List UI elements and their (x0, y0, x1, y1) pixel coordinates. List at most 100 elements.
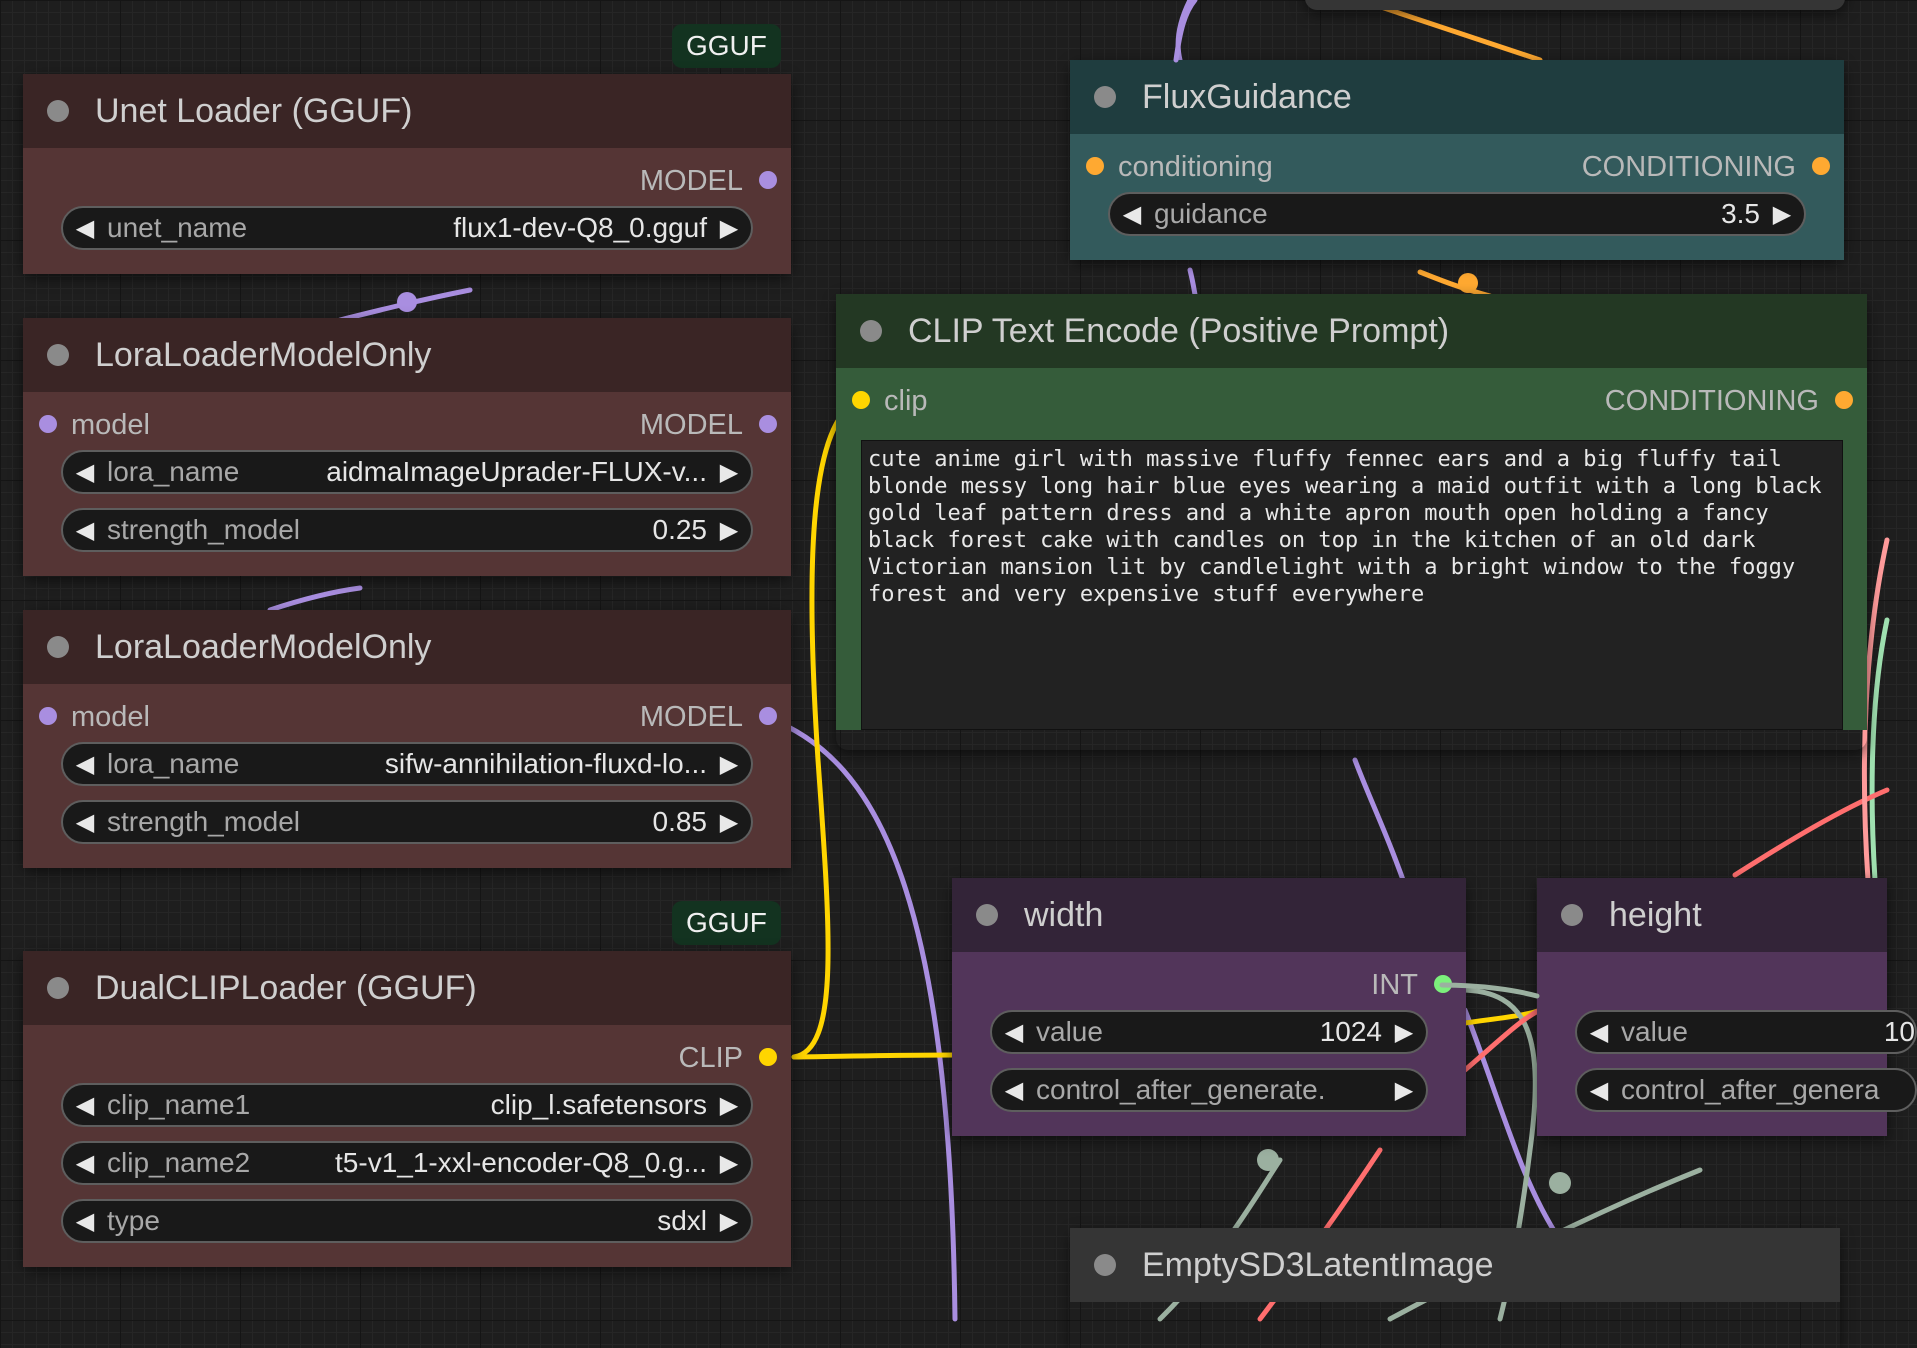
output-slot-model[interactable] (759, 171, 777, 189)
node-unet-loader[interactable]: Unet Loader (GGUF) MODEL ◀ unet_name flu… (23, 74, 791, 274)
node-collapse-dot[interactable] (47, 344, 69, 366)
widget-value: 0.85 (652, 806, 708, 837)
node-header[interactable]: LoraLoaderModelOnly (23, 318, 791, 392)
widget-lora-name[interactable]: ◀ lora_name sifw-annihilation-fluxd-lo..… (61, 742, 753, 786)
widget-value[interactable]: ◀ value 1024 ▶ (990, 1010, 1428, 1054)
increment-arrow-icon[interactable]: ▶ (1772, 200, 1792, 228)
widget-name: guidance (1154, 198, 1268, 229)
widget-control-after-generate[interactable]: ◀ control_after_generate. ▶ (990, 1068, 1428, 1112)
node-dual-clip-loader[interactable]: DualCLIPLoader (GGUF) CLIP ◀ clip_name1 … (23, 951, 791, 1267)
widget-name: value (1036, 1016, 1103, 1047)
output-label: MODEL (639, 165, 743, 197)
node-collapse-dot[interactable] (47, 977, 69, 999)
wire-reroute-dot-misc2 (1549, 1172, 1571, 1194)
widget-value: t5-v1_1-xxl-encoder-Q8_0.g... (335, 1147, 707, 1178)
wire-model-lora1-lora2 (267, 585, 363, 613)
decrement-arrow-icon[interactable]: ◀ (75, 458, 95, 486)
output-slot-clip[interactable] (759, 1048, 777, 1066)
widget-strength-model[interactable]: ◀ strength_model 0.25 ▶ (61, 508, 753, 552)
input-label: conditioning (1118, 151, 1273, 183)
wire-clip-up (791, 397, 863, 1060)
prompt-textarea[interactable]: cute anime girl with massive fluffy fenn… (861, 440, 1843, 730)
node-lora-loader-2[interactable]: LoraLoaderModelOnly model MODEL ◀ lora_n… (23, 610, 791, 868)
node-collapse-dot[interactable] (860, 320, 882, 342)
node-collapse-dot[interactable] (47, 636, 69, 658)
decrement-arrow-icon[interactable]: ◀ (1122, 200, 1142, 228)
node-title: width (1024, 895, 1104, 934)
output-slot-model[interactable] (759, 415, 777, 433)
node-flux-guidance[interactable]: FluxGuidance conditioning CONDITIONING ◀… (1070, 60, 1844, 260)
widget-strength-model[interactable]: ◀ strength_model 0.85 ▶ (61, 800, 753, 844)
output-label: MODEL (639, 701, 743, 733)
input-label: model (71, 701, 150, 733)
increment-arrow-icon[interactable]: ▶ (719, 1207, 739, 1235)
node-header[interactable]: width (952, 878, 1466, 952)
decrement-arrow-icon[interactable]: ◀ (75, 808, 95, 836)
widget-value[interactable]: ◀ value 10 (1575, 1010, 1917, 1054)
node-empty-sd3-latent-image[interactable]: EmptySD3LatentImage (1070, 1228, 1840, 1348)
node-header[interactable]: EmptySD3LatentImage (1070, 1228, 1840, 1302)
widget-guidance[interactable]: ◀ guidance 3.5 ▶ (1108, 192, 1806, 236)
input-slot-clip[interactable] (852, 391, 870, 409)
output-label: INT (1371, 969, 1418, 1001)
increment-arrow-icon[interactable]: ▶ (719, 516, 739, 544)
widget-clip-name2[interactable]: ◀ clip_name2 t5-v1_1-xxl-encoder-Q8_0.g.… (61, 1141, 753, 1185)
decrement-arrow-icon[interactable]: ◀ (75, 1207, 95, 1235)
output-row: MODEL (23, 156, 791, 206)
widget-value: 0.25 (652, 514, 708, 545)
increment-arrow-icon[interactable]: ▶ (719, 458, 739, 486)
node-collapse-dot[interactable] (976, 904, 998, 926)
node-header[interactable]: FluxGuidance (1070, 60, 1844, 134)
node-partial-top[interactable] (1305, 0, 1845, 10)
decrement-arrow-icon[interactable]: ◀ (1004, 1018, 1024, 1046)
node-clip-text-encode[interactable]: CLIP Text Encode (Positive Prompt) clip … (836, 294, 1867, 750)
widget-lora-name[interactable]: ◀ lora_name aidmaImageUprader-FLUX-v... … (61, 450, 753, 494)
node-collapse-dot[interactable] (1094, 1254, 1116, 1276)
increment-arrow-icon[interactable]: ▶ (719, 1091, 739, 1119)
increment-arrow-icon[interactable]: ▶ (719, 214, 739, 242)
output-slot-conditioning[interactable] (1812, 157, 1830, 175)
node-header[interactable]: height (1537, 878, 1887, 952)
decrement-arrow-icon[interactable]: ◀ (1004, 1076, 1024, 1104)
widget-unet-name[interactable]: ◀ unet_name flux1-dev-Q8_0.gguf ▶ (61, 206, 753, 250)
widget-control-after-generate[interactable]: ◀ control_after_genera (1575, 1068, 1917, 1112)
node-title: height (1609, 895, 1702, 934)
node-header[interactable]: CLIP Text Encode (Positive Prompt) (836, 294, 1867, 368)
node-title: EmptySD3LatentImage (1142, 1245, 1494, 1284)
input-slot-conditioning[interactable] (1086, 157, 1104, 175)
output-slot-model[interactable] (759, 707, 777, 725)
widget-name: type (107, 1205, 160, 1236)
node-collapse-dot[interactable] (1561, 904, 1583, 926)
node-lora-loader-1[interactable]: LoraLoaderModelOnly model MODEL ◀ lora_n… (23, 318, 791, 576)
node-collapse-dot[interactable] (1094, 86, 1116, 108)
decrement-arrow-icon[interactable]: ◀ (75, 750, 95, 778)
node-header[interactable]: LoraLoaderModelOnly (23, 610, 791, 684)
input-slot-model[interactable] (39, 707, 57, 725)
widget-clip-name1[interactable]: ◀ clip_name1 clip_l.safetensors ▶ (61, 1083, 753, 1127)
node-collapse-dot[interactable] (47, 100, 69, 122)
decrement-arrow-icon[interactable]: ◀ (75, 1091, 95, 1119)
output-slot-int[interactable] (1434, 975, 1452, 993)
decrement-arrow-icon[interactable]: ◀ (75, 516, 95, 544)
increment-arrow-icon[interactable]: ▶ (719, 1149, 739, 1177)
increment-arrow-icon[interactable]: ▶ (1394, 1018, 1414, 1046)
wire-reroute-dot-cond (1458, 273, 1478, 293)
increment-arrow-icon[interactable]: ▶ (719, 808, 739, 836)
wire-latent-3 (1732, 787, 1890, 878)
node-header[interactable]: Unet Loader (GGUF) (23, 74, 791, 148)
node-width[interactable]: width INT ◀ value 1024 ▶ ◀ control_after… (952, 878, 1466, 1136)
decrement-arrow-icon[interactable]: ◀ (1589, 1018, 1609, 1046)
decrement-arrow-icon[interactable]: ◀ (75, 214, 95, 242)
input-slot-model[interactable] (39, 415, 57, 433)
increment-arrow-icon[interactable]: ▶ (719, 750, 739, 778)
output-slot-conditioning[interactable] (1835, 391, 1853, 409)
decrement-arrow-icon[interactable]: ◀ (75, 1149, 95, 1177)
widget-name: clip_name1 (107, 1089, 251, 1120)
widget-type[interactable]: ◀ type sdxl ▶ (61, 1199, 753, 1243)
node-height[interactable]: height ◀ value 10 ◀ control_after_genera (1537, 878, 1917, 1136)
widget-name: value (1621, 1016, 1688, 1047)
decrement-arrow-icon[interactable]: ◀ (1589, 1076, 1609, 1104)
output-row: CLIP (23, 1033, 791, 1083)
increment-arrow-icon[interactable]: ▶ (1394, 1076, 1414, 1104)
node-header[interactable]: DualCLIPLoader (GGUF) (23, 951, 791, 1025)
